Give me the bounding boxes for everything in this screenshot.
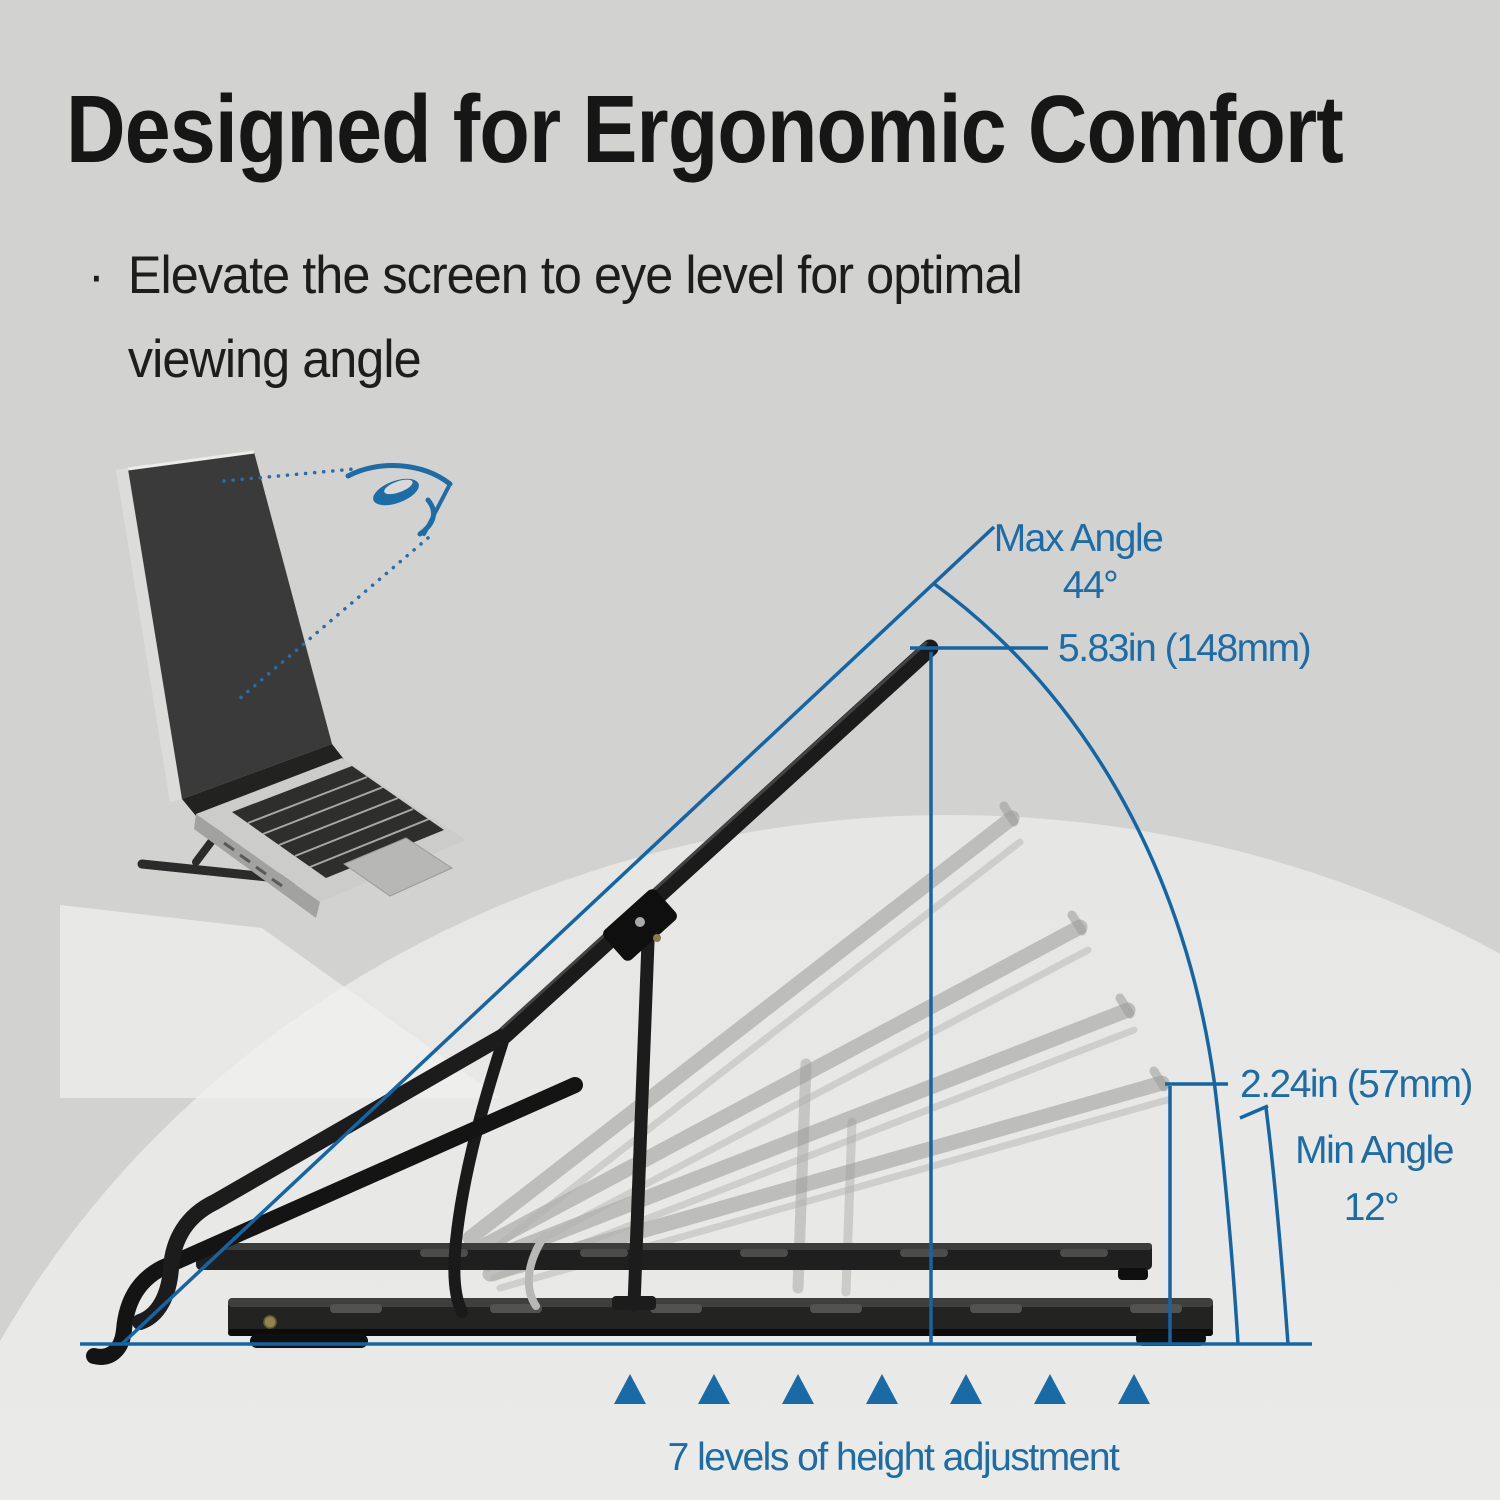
- bullet-line-1: Elevate the screen to eye level for opti…: [127, 246, 1023, 305]
- incline-line: [121, 525, 996, 1345]
- max-height-label: 5.83in (148mm): [1058, 627, 1310, 670]
- support-strut: [627, 935, 655, 1312]
- laptop-trackpad: [342, 837, 454, 897]
- eye-icon: [345, 463, 453, 537]
- triangle-icon: [614, 1374, 646, 1404]
- bullet-line-2: viewing angle: [127, 330, 422, 389]
- triangle-icon: [866, 1374, 898, 1404]
- page-title: Designed for Ergonomic Comfort: [66, 76, 1344, 183]
- laptop-illustration: [60, 450, 500, 1098]
- near-arm-hook: [86, 1077, 583, 1365]
- levels-caption: 7 levels of height adjustment: [668, 1436, 1120, 1479]
- ghost-platforms: [462, 801, 1171, 1297]
- sight-lines: [222, 467, 430, 702]
- triangle-icon: [782, 1374, 814, 1404]
- max-angle-value: 44°: [1063, 564, 1117, 607]
- bullet-block: · Elevate the screen to eye level for op…: [88, 234, 1023, 402]
- ghost-arm: [462, 810, 1020, 1246]
- triangle-icon: [950, 1374, 982, 1404]
- max-angle-label: Max Angle: [994, 517, 1163, 560]
- bullet-marker: ·: [88, 246, 105, 305]
- min-angle-arc: [1264, 1107, 1290, 1345]
- measurement-lines: [80, 525, 1312, 1346]
- ghost-arm: [468, 919, 1088, 1258]
- desk-surface: [60, 905, 500, 1098]
- platform-arm: [496, 639, 939, 1044]
- min-angle-label: Min Angle: [1295, 1129, 1453, 1172]
- min-angle-value: 12°: [1344, 1186, 1398, 1229]
- triangle-icon: [1034, 1374, 1066, 1404]
- rubber-foot: [250, 1334, 368, 1348]
- triangle-icon: [698, 1374, 730, 1404]
- triangle-icon: [1118, 1374, 1150, 1404]
- min-height-label: 2.24in (57mm): [1240, 1063, 1472, 1106]
- stand-max-angle: [86, 639, 939, 1365]
- level-triangles: [614, 1374, 1150, 1404]
- ghost-arm: [482, 1075, 1170, 1282]
- ghost-arm: [474, 1002, 1136, 1270]
- angle-arc: [931, 581, 1240, 1345]
- mini-laptop: [116, 450, 466, 918]
- base-rails: [196, 1243, 1213, 1348]
- laptop-screen: [128, 452, 332, 799]
- screw: [263, 1315, 277, 1329]
